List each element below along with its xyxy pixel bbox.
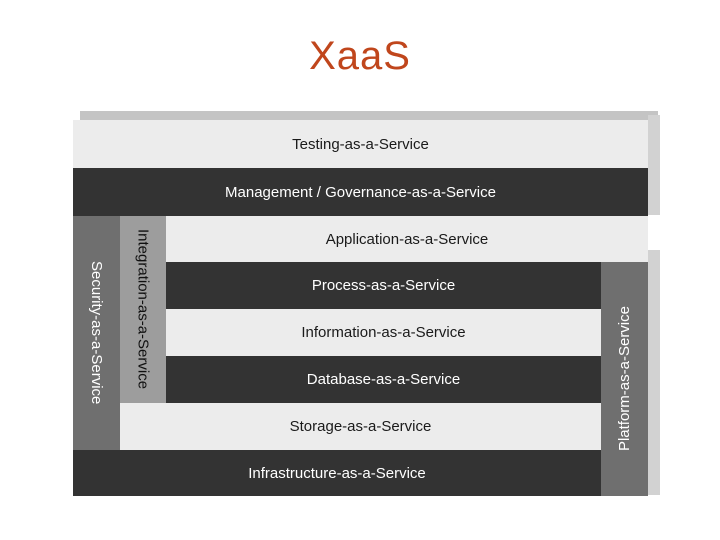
stack-right-edge-lower	[648, 250, 660, 495]
layer-storage: Storage-as-a-Service	[120, 403, 601, 450]
page-title: XaaS	[309, 34, 411, 78]
pillar-integration-label: Integration-as-a-Service	[134, 229, 152, 390]
layer-management: Management / Governance-as-a-Service	[73, 168, 648, 216]
layer-database: Database-as-a-Service	[166, 356, 601, 403]
stack-top-edge	[80, 111, 658, 121]
pillar-platform-label: Platform-as-a-Service	[616, 306, 633, 452]
layer-information: Information-as-a-Service	[166, 309, 601, 356]
stack-right-edge-upper	[648, 115, 660, 215]
layer-infrastructure: Infrastructure-as-a-Service	[73, 450, 601, 496]
layer-application: Application-as-a-Service	[166, 216, 648, 262]
pillar-security-label: Security-as-a-Service	[88, 261, 105, 405]
layer-testing: Testing-as-a-Service	[73, 120, 648, 168]
layer-process: Process-as-a-Service	[166, 262, 601, 309]
pillar-security: Security-as-a-Service	[73, 216, 120, 450]
pillar-platform: Platform-as-a-Service	[601, 262, 648, 496]
pillar-integration: Integration-as-a-Service	[120, 216, 166, 403]
